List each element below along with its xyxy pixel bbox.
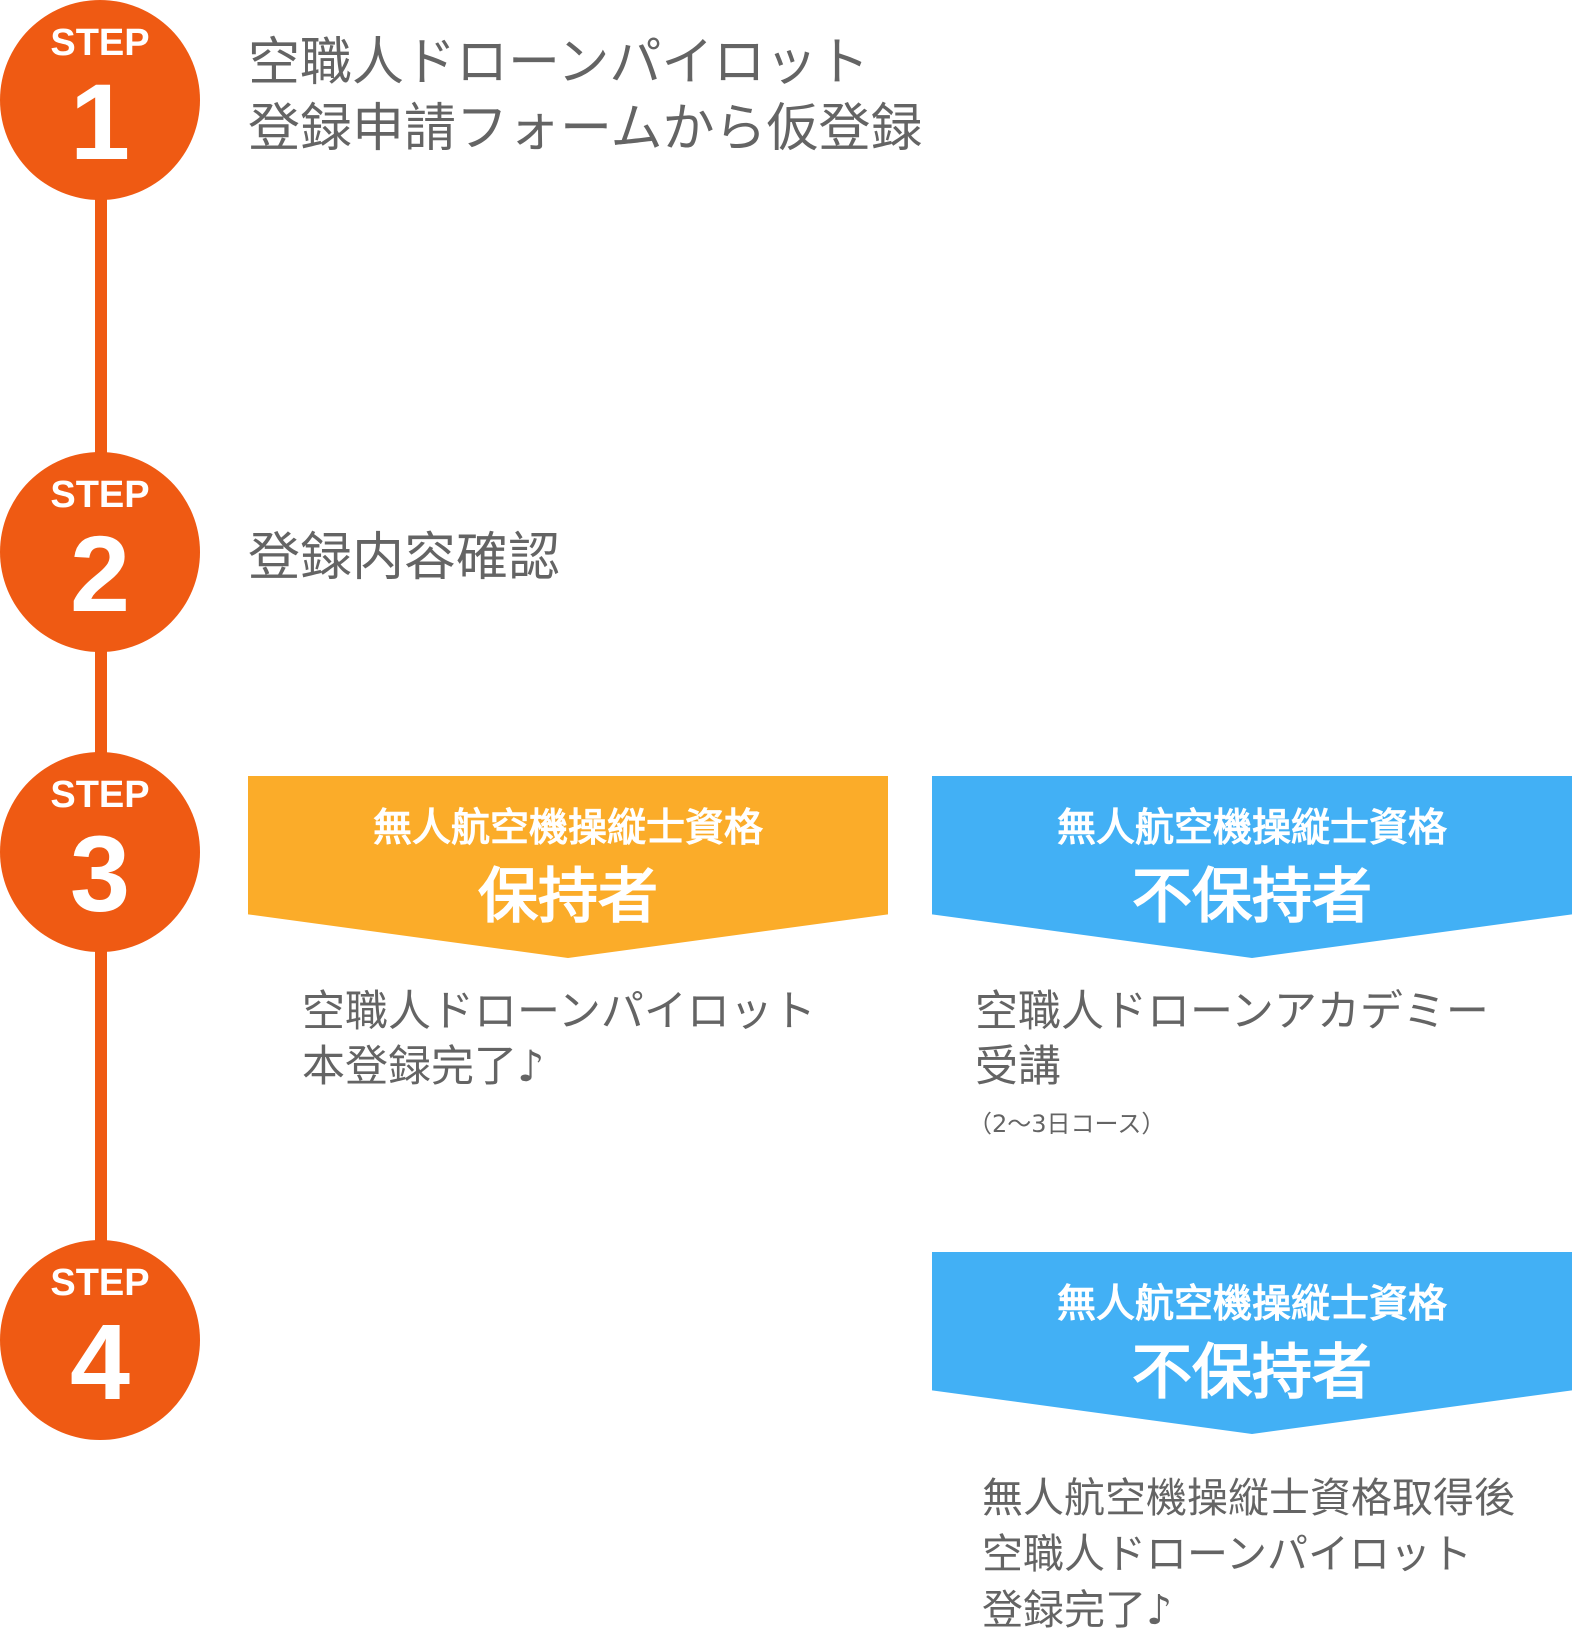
step-1-badge: STEP 1	[0, 0, 200, 200]
step-3-holder-banner: 無人航空機操縦士資格 保持者	[248, 776, 888, 958]
step-2-badge: STEP 2	[0, 452, 200, 652]
step-4-text-line-2: 空職人ドローンパイロット	[982, 1530, 1472, 1578]
step-number: 4	[69, 1301, 131, 1422]
holder-text-line-1: 空職人ドローンパイロット	[302, 987, 816, 1037]
step-number: 3	[69, 813, 131, 934]
step-number: 1	[69, 61, 131, 182]
banner-subtitle: 無人航空機操縦士資格	[372, 806, 763, 851]
non-holder-text-line-1: 空職人ドローンアカデミー	[975, 987, 1489, 1037]
step-label: STEP	[50, 22, 150, 64]
banner-heading: 不保持者	[1132, 1338, 1372, 1408]
banner-subtitle: 無人航空機操縦士資格	[1056, 1282, 1447, 1327]
step-3-holder-text: 空職人ドローンパイロット 本登録完了♪	[302, 985, 816, 1095]
step-4-text-line-1: 無人航空機操縦士資格取得後	[982, 1474, 1515, 1522]
step-1-title: 空職人ドローンパイロット 登録申請フォームから仮登録	[248, 30, 922, 162]
holder-text-line-2: 本登録完了♪	[302, 1042, 545, 1092]
step-3-non-holder-banner: 無人航空機操縦士資格 不保持者	[932, 776, 1572, 958]
banner-subtitle: 無人航空機操縦士資格	[1056, 806, 1447, 851]
step-label: STEP	[50, 1262, 150, 1304]
step-2-title: 登録内容確認	[248, 528, 561, 588]
step-label: STEP	[50, 774, 150, 816]
banner-heading: 保持者	[478, 862, 658, 932]
step-4-non-holder-banner: 無人航空機操縦士資格 不保持者	[932, 1252, 1572, 1434]
step-1-title-line-1: 空職人ドローンパイロット	[248, 33, 870, 93]
step-1-title-line-2: 登録申請フォームから仮登録	[248, 99, 923, 159]
course-duration-note: （2～3日コース）	[968, 1110, 1166, 1138]
banner-heading: 不保持者	[1132, 862, 1372, 932]
step-3-badge: STEP 3	[0, 752, 200, 952]
step-4-badge: STEP 4	[0, 1240, 200, 1440]
step-3-non-holder-text: 空職人ドローンアカデミー 受講	[975, 985, 1489, 1095]
step-label: STEP	[50, 474, 150, 516]
step-number: 2	[69, 513, 131, 634]
step-4-non-holder-text: 無人航空機操縦士資格取得後 空職人ドローンパイロット 登録完了♪	[982, 1470, 1515, 1638]
step-4-text-line-3: 登録完了♪	[982, 1586, 1173, 1634]
non-holder-text-line-2: 受講	[975, 1042, 1061, 1092]
